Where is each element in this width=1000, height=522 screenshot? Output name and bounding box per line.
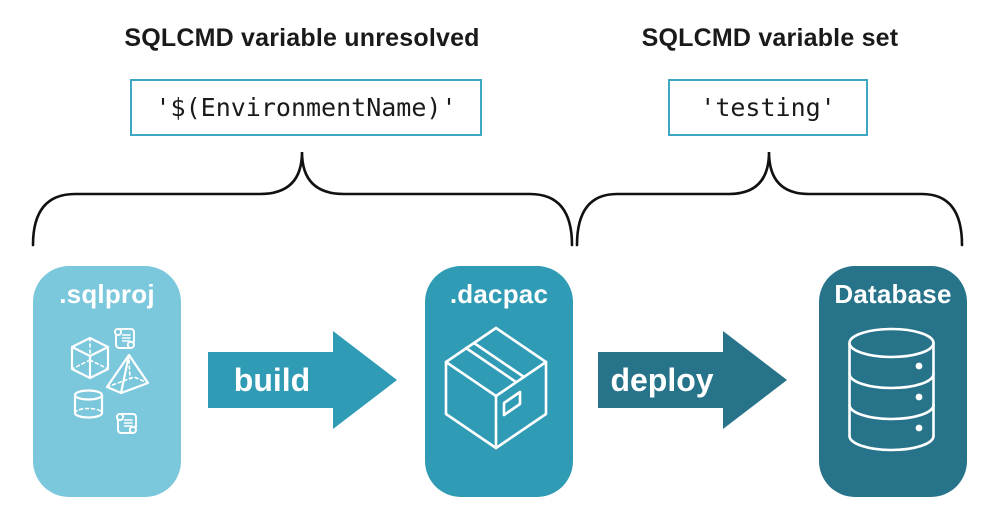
heading-sqlcmd-unresolved: SQLCMD variable unresolved — [124, 24, 480, 52]
box-label-icon — [502, 390, 522, 417]
build-arrow-shape — [208, 331, 397, 429]
dacpac-node: .dacpac — [425, 266, 573, 497]
code-text-set: 'testing' — [700, 93, 836, 122]
build-arrow-label: build — [234, 362, 310, 398]
code-box-environment-variable: '$(EnvironmentName)' — [130, 79, 482, 136]
right-brace — [575, 151, 964, 247]
sql-script-icon — [113, 327, 135, 349]
sql-objects-icons — [70, 327, 150, 434]
database-dot-icon — [915, 362, 923, 370]
code-text-unresolved: '$(EnvironmentName)' — [155, 93, 457, 122]
deploy-arrow-shape — [598, 331, 787, 429]
deploy-arrow: deploy — [598, 331, 787, 429]
deploy-arrow-label: deploy — [610, 362, 713, 398]
cube-icon — [70, 336, 110, 380]
package-box-icon — [444, 326, 548, 450]
pyramid-icon — [105, 353, 150, 395]
sql-script-icon — [115, 412, 137, 434]
left-brace — [31, 151, 574, 247]
database-node: Database — [819, 266, 967, 497]
database-label: Database — [834, 279, 952, 309]
cylinder-icon — [73, 389, 104, 419]
code-box-testing-value: 'testing' — [668, 79, 868, 136]
build-arrow: build — [208, 331, 397, 429]
database-dot-icon — [915, 393, 923, 401]
heading-sqlcmd-set: SQLCMD variable set — [641, 24, 899, 52]
sqlproj-label: .sqlproj — [59, 279, 155, 309]
dacpac-label: .dacpac — [449, 279, 549, 309]
sqlproj-node: .sqlproj — [33, 266, 181, 497]
database-dot-icon — [915, 424, 923, 432]
database-icon — [848, 327, 935, 452]
